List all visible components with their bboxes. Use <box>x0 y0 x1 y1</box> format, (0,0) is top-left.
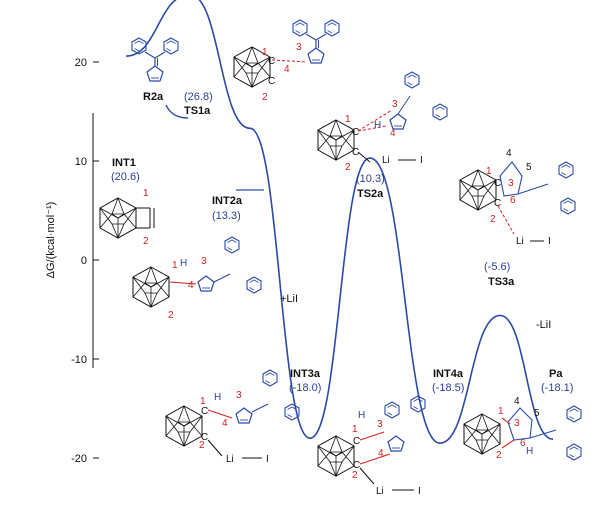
energy-curve <box>125 0 554 444</box>
y-tick-label: 10 <box>75 156 87 168</box>
svg-text:4: 4 <box>188 280 194 291</box>
ts2a-name: TS2a <box>357 188 384 200</box>
svg-text:C: C <box>353 436 360 447</box>
pa-value: (-18.1) <box>541 382 573 394</box>
svg-text:2: 2 <box>345 162 351 173</box>
svg-text:2: 2 <box>496 450 502 461</box>
ts1a-value: (26.8) <box>184 91 213 103</box>
r2a-label: R2a <box>143 91 164 103</box>
int3a-value: (-18.0) <box>289 382 321 394</box>
svg-text:I: I <box>548 236 551 247</box>
svg-text:C: C <box>352 147 359 158</box>
ts1a-structure: C C 1 2 4 3 <box>233 20 339 103</box>
svg-text:3: 3 <box>201 256 207 267</box>
svg-text:2: 2 <box>262 92 268 103</box>
svg-text:C: C <box>268 76 275 87</box>
svg-text:2: 2 <box>352 470 358 481</box>
svg-text:I: I <box>418 486 421 497</box>
svg-text:C: C <box>352 127 359 138</box>
svg-text:Li: Li <box>516 236 524 247</box>
svg-text:Li: Li <box>376 486 384 497</box>
int4a-name: INT4a <box>433 368 464 380</box>
svg-text:1: 1 <box>486 166 492 177</box>
int2a-structure: 1 2 4 3 H <box>132 236 262 321</box>
svg-text:I: I <box>420 155 423 166</box>
plus-lii-label: +LiI <box>280 293 298 305</box>
svg-text:5: 5 <box>534 408 540 419</box>
r2a-approach-arc <box>165 104 189 119</box>
ts2a-value: (10.3) <box>356 173 385 185</box>
svg-text:3: 3 <box>296 42 302 53</box>
svg-text:1: 1 <box>498 406 504 417</box>
y-tick-label: 0 <box>81 255 87 267</box>
y-tick-label: 20 <box>75 57 87 69</box>
svg-text:1: 1 <box>352 424 358 435</box>
svg-text:Li: Li <box>226 454 234 465</box>
svg-text:1: 1 <box>200 396 206 407</box>
ts2a-structure: C C 1 2 3 4 H Li I <box>317 71 448 173</box>
y-tick-label: -20 <box>71 453 87 465</box>
svg-text:1: 1 <box>172 260 178 271</box>
svg-text:C: C <box>494 198 501 209</box>
r2a-structure <box>132 38 178 81</box>
minus-lii-label: -LiI <box>536 319 551 331</box>
svg-text:2: 2 <box>490 214 496 225</box>
svg-text:6: 6 <box>510 195 516 206</box>
y-tick-label: -10 <box>71 354 87 366</box>
int2a-name: INT2a <box>212 195 243 207</box>
svg-text:3: 3 <box>392 99 398 110</box>
svg-text:1: 1 <box>345 114 351 125</box>
svg-text:C: C <box>201 406 208 417</box>
int3a-structure: 1 2 4 3 H C C Li I <box>165 369 300 465</box>
int2a-value: (13.3) <box>212 210 241 222</box>
svg-text:3: 3 <box>508 178 514 189</box>
svg-text:1: 1 <box>262 47 268 58</box>
int3a-name: INT3a <box>290 368 321 380</box>
svg-text:H: H <box>180 258 187 269</box>
svg-text:4: 4 <box>506 148 512 159</box>
svg-text:C: C <box>201 432 208 443</box>
svg-text:I: I <box>266 454 269 465</box>
svg-text:2: 2 <box>199 440 205 451</box>
int1-value: (20.6) <box>111 171 140 183</box>
svg-text:Li: Li <box>382 155 390 166</box>
svg-text:3: 3 <box>514 418 520 429</box>
svg-text:1: 1 <box>143 188 149 199</box>
svg-text:6: 6 <box>520 438 526 449</box>
svg-text:C: C <box>494 178 501 189</box>
svg-text:5: 5 <box>526 162 532 173</box>
svg-text:4: 4 <box>284 64 290 75</box>
svg-text:3: 3 <box>236 390 242 401</box>
svg-text:H: H <box>374 120 381 131</box>
pa-name: Pa <box>549 368 563 380</box>
int4a-value: (-18.5) <box>432 382 464 394</box>
ts1a-name: TS1a <box>184 105 211 117</box>
svg-text:2: 2 <box>143 236 149 247</box>
ts3a-value: (-5.6) <box>484 261 510 273</box>
y-axis-label: ΔG/(kcal·mol⁻¹) <box>45 202 57 279</box>
svg-text:C: C <box>268 56 275 67</box>
y-axis-ticks: 20 10 0 -10 -20 <box>71 57 99 465</box>
int1-name: INT1 <box>112 157 136 169</box>
int1-structure: 1 2 <box>99 188 155 247</box>
svg-text:4: 4 <box>390 128 396 139</box>
svg-text:H: H <box>526 446 533 457</box>
pa-structure: 1 2 3 6 4 5 H <box>463 396 582 461</box>
svg-text:4: 4 <box>378 448 384 459</box>
svg-text:4: 4 <box>514 396 520 407</box>
ts3a-structure: C C 1 2 3 6 4 5 Li I <box>459 148 576 247</box>
int4a-structure: 1 2 3 4 H C C Li I <box>317 395 426 497</box>
ts3a-name: TS3a <box>488 276 515 288</box>
svg-text:H: H <box>358 410 365 421</box>
svg-text:2: 2 <box>168 310 174 321</box>
svg-text:3: 3 <box>377 419 383 430</box>
svg-text:4: 4 <box>222 418 228 429</box>
svg-text:H: H <box>214 392 221 403</box>
svg-text:C: C <box>353 460 360 471</box>
